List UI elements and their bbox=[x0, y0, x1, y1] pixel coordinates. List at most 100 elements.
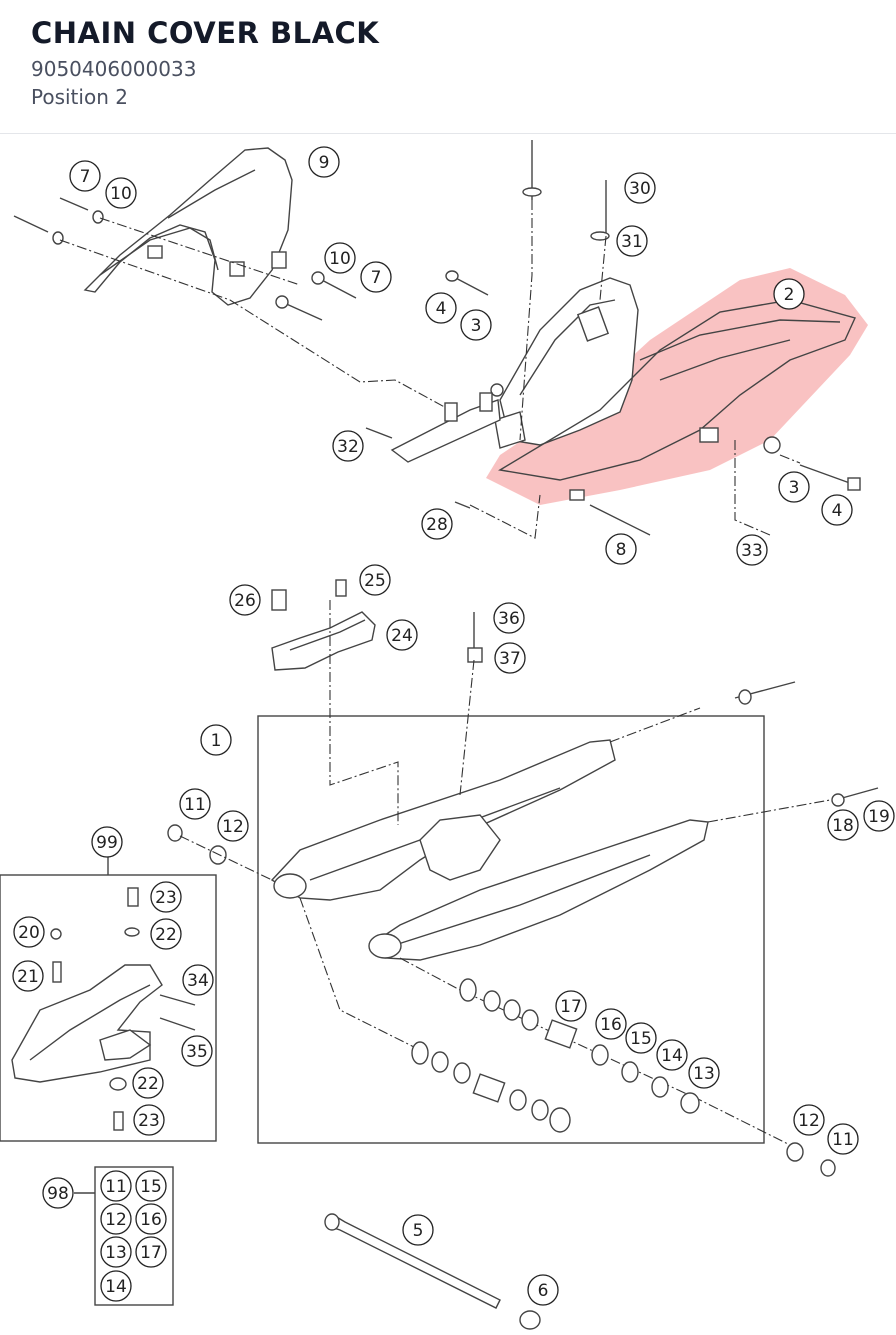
swingarm-axle-part bbox=[324, 1213, 541, 1330]
chain-cover-highlight[interactable] bbox=[486, 268, 868, 505]
callout-label: 13 bbox=[693, 1064, 715, 1084]
callout-c34[interactable]: 34 bbox=[182, 964, 214, 996]
callout-c15[interactable]: 15 bbox=[625, 1022, 657, 1054]
callout-c3a[interactable]: 3 bbox=[460, 309, 492, 341]
callout-label: 37 bbox=[499, 649, 521, 669]
callout-c32[interactable]: 32 bbox=[332, 430, 364, 462]
callout-circle bbox=[13, 916, 45, 948]
callout-circle bbox=[624, 172, 656, 204]
callout-label: 22 bbox=[137, 1074, 159, 1094]
callout-circle bbox=[135, 1236, 167, 1268]
callout-k17[interactable]: 17 bbox=[135, 1236, 167, 1268]
bearing-stack-upper bbox=[459, 978, 700, 1114]
callout-c3b[interactable]: 3 bbox=[778, 471, 810, 503]
callout-c18[interactable]: 18 bbox=[827, 809, 859, 841]
callout-label: 1 bbox=[211, 731, 222, 751]
callout-label: 12 bbox=[222, 817, 244, 837]
bearing-kit-frame bbox=[94, 1166, 174, 1306]
callout-c6[interactable]: 6 bbox=[527, 1274, 559, 1306]
callout-label: 7 bbox=[80, 167, 91, 187]
callout-c12b[interactable]: 12 bbox=[793, 1104, 825, 1136]
callout-label: 23 bbox=[138, 1111, 160, 1131]
callout-c98[interactable]: 98 bbox=[42, 1177, 74, 1209]
callout-c35[interactable]: 35 bbox=[181, 1035, 213, 1067]
callout-c5[interactable]: 5 bbox=[402, 1214, 434, 1246]
callout-circle bbox=[182, 964, 214, 996]
callout-k11[interactable]: 11 bbox=[100, 1170, 132, 1202]
callout-c24[interactable]: 24 bbox=[386, 619, 418, 651]
callout-c13[interactable]: 13 bbox=[688, 1057, 720, 1089]
callout-circle bbox=[100, 1203, 132, 1235]
callout-c16[interactable]: 16 bbox=[595, 1008, 627, 1040]
callout-label: 28 bbox=[426, 515, 448, 535]
callout-c25[interactable]: 25 bbox=[359, 564, 391, 596]
callout-c4b[interactable]: 4 bbox=[821, 494, 853, 526]
callout-circle bbox=[150, 881, 182, 913]
callout-c19[interactable]: 19 bbox=[863, 800, 895, 832]
swingarm-leader-lines bbox=[299, 600, 831, 1151]
callout-c11a[interactable]: 11 bbox=[179, 788, 211, 820]
callout-c99[interactable]: 99 bbox=[91, 826, 123, 858]
callout-c14[interactable]: 14 bbox=[656, 1039, 688, 1071]
callout-c20[interactable]: 20 bbox=[13, 916, 45, 948]
callout-c11b[interactable]: 11 bbox=[827, 1123, 859, 1155]
callout-c22b[interactable]: 22 bbox=[132, 1067, 164, 1099]
callout-k14[interactable]: 14 bbox=[100, 1270, 132, 1302]
callout-k13[interactable]: 13 bbox=[100, 1236, 132, 1268]
callout-c37[interactable]: 37 bbox=[494, 642, 526, 674]
callout-k16[interactable]: 16 bbox=[135, 1203, 167, 1235]
callout-label: 2 bbox=[784, 285, 795, 305]
callout-c8[interactable]: 8 bbox=[605, 533, 637, 565]
callout-circle bbox=[421, 508, 453, 540]
callout-label: 17 bbox=[140, 1243, 162, 1263]
callout-c31[interactable]: 31 bbox=[616, 225, 648, 257]
callout-c22a[interactable]: 22 bbox=[150, 918, 182, 950]
callout-circle bbox=[402, 1214, 434, 1246]
callout-circle bbox=[386, 619, 418, 651]
callout-c4a[interactable]: 4 bbox=[425, 292, 457, 324]
part-position: Position 2 bbox=[31, 85, 128, 109]
callout-circle bbox=[827, 1123, 859, 1155]
callout-c10a[interactable]: 10 bbox=[105, 177, 137, 209]
callout-label: 7 bbox=[371, 268, 382, 288]
callout-c30[interactable]: 30 bbox=[624, 172, 656, 204]
callout-c10b[interactable]: 10 bbox=[324, 242, 356, 274]
callout-label: 26 bbox=[234, 591, 256, 611]
hugger-bracket-part bbox=[490, 277, 639, 449]
callout-c7b[interactable]: 7 bbox=[360, 261, 392, 293]
callout-label: 8 bbox=[616, 540, 627, 560]
callout-circle bbox=[132, 1067, 164, 1099]
callout-label: 11 bbox=[105, 1177, 127, 1197]
callout-circle bbox=[324, 242, 356, 274]
part-header: CHAIN COVER BLACK 9050406000033 Position… bbox=[0, 0, 896, 134]
callout-c33[interactable]: 33 bbox=[736, 534, 768, 566]
callout-circle bbox=[656, 1039, 688, 1071]
callout-label: 15 bbox=[140, 1177, 162, 1197]
callout-c21[interactable]: 21 bbox=[12, 960, 44, 992]
callout-label: 11 bbox=[832, 1130, 854, 1150]
callout-c26[interactable]: 26 bbox=[229, 584, 261, 616]
callout-label: 35 bbox=[186, 1042, 208, 1062]
callout-c36[interactable]: 36 bbox=[493, 602, 525, 634]
callout-label: 3 bbox=[789, 478, 800, 498]
callout-circle bbox=[460, 309, 492, 341]
callout-c28[interactable]: 28 bbox=[421, 508, 453, 540]
callout-c2[interactable]: 2 bbox=[773, 278, 805, 310]
chain-cover-part[interactable] bbox=[498, 299, 856, 501]
callout-c17[interactable]: 17 bbox=[555, 990, 587, 1022]
callout-k15[interactable]: 15 bbox=[135, 1170, 167, 1202]
callout-c23a[interactable]: 23 bbox=[150, 881, 182, 913]
callout-label: 9 bbox=[319, 153, 330, 173]
callout-c9[interactable]: 9 bbox=[308, 146, 340, 178]
callout-label: 5 bbox=[413, 1221, 424, 1241]
callout-label: 10 bbox=[329, 249, 351, 269]
callout-c12a[interactable]: 12 bbox=[217, 810, 249, 842]
callout-c7a[interactable]: 7 bbox=[69, 160, 101, 192]
callout-circle bbox=[100, 1170, 132, 1202]
callout-c23b[interactable]: 23 bbox=[133, 1104, 165, 1136]
callout-k12[interactable]: 12 bbox=[100, 1203, 132, 1235]
callout-circle bbox=[100, 1270, 132, 1302]
callout-label: 11 bbox=[184, 795, 206, 815]
callout-label: 18 bbox=[832, 816, 854, 836]
callout-c1[interactable]: 1 bbox=[200, 724, 232, 756]
